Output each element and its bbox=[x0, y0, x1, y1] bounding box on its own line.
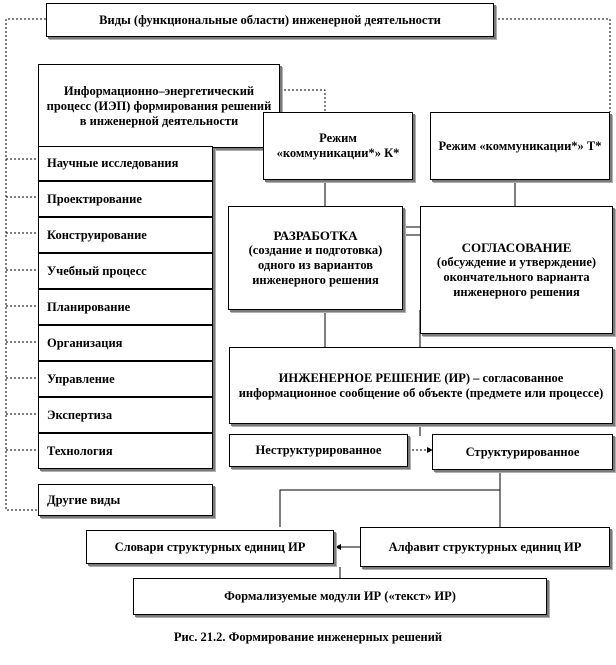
formal-modules-text: Формализуемые модули ИР («текст» ИР) bbox=[224, 589, 456, 603]
structured-box: Структурированное bbox=[432, 434, 613, 470]
unstructured-text: Неструктурированное bbox=[255, 443, 382, 457]
engineering-decision-text: ИНЖЕНЕРНОЕ РЕШЕНИЕ (ИР) – согласованное … bbox=[238, 370, 604, 400]
area-label: Учебный процесс bbox=[47, 263, 147, 278]
mode-t-text: Режим «коммуникации*» Т* bbox=[438, 138, 602, 153]
razrabotka-box: РАЗРАБОТКА (создание и подготовка) одног… bbox=[228, 206, 403, 310]
engineering-decision-box: ИНЖЕНЕРНОЕ РЕШЕНИЕ (ИР) – согласованное … bbox=[229, 347, 613, 424]
other-types-text: Другие виды bbox=[47, 492, 121, 507]
area-label: Технология bbox=[47, 443, 113, 458]
mode-k-text: Режим «коммуникации*» К* bbox=[276, 131, 400, 160]
area-label: Проектирование bbox=[47, 191, 142, 206]
area-item: Планирование bbox=[38, 289, 213, 325]
mode-t-box: Режим «коммуникации*» Т* bbox=[430, 112, 610, 180]
alphabet-text: Алфавит структурных единиц ИР bbox=[388, 539, 582, 554]
title-text: Виды (функциональные области) инженерной… bbox=[99, 12, 441, 27]
dictionaries-text: Словари структурных единиц ИР bbox=[114, 539, 306, 554]
area-label: Планирование bbox=[47, 299, 131, 314]
area-item: Технология bbox=[38, 433, 213, 469]
area-label: Управление bbox=[47, 371, 115, 386]
structured-text: Структурированное bbox=[465, 444, 580, 459]
formal-modules-box: Формализуемые модули ИР («текст» ИР) bbox=[133, 578, 547, 615]
razrabotka-heading: РАЗРАБОТКА bbox=[273, 228, 358, 243]
dictionaries-box: Словари структурных единиц ИР bbox=[86, 530, 334, 564]
mode-k-box: Режим «коммуникации*» К* bbox=[263, 112, 413, 180]
figure-caption: Рис. 21.2. Формирование инженерных решен… bbox=[173, 630, 443, 644]
soglasovanie-box: СОГЛАСОВАНИЕ (обсуждение и утверждение) … bbox=[420, 206, 613, 334]
iep-text: Информационно–энергетический процесс (ИЭ… bbox=[46, 83, 272, 128]
area-item: Управление bbox=[38, 361, 213, 397]
area-item: Научные исследования bbox=[38, 146, 213, 181]
area-label: Конструирование bbox=[47, 227, 147, 242]
razrabotka-text: (создание и подготовка) одного из вариан… bbox=[248, 243, 383, 287]
area-item: Проектирование bbox=[38, 181, 213, 217]
unstructured-box: Неструктурированное bbox=[229, 434, 408, 467]
area-item: Конструирование bbox=[38, 217, 213, 253]
area-item: Экспертиза bbox=[38, 397, 213, 433]
alphabet-box: Алфавит структурных единиц ИР bbox=[360, 527, 610, 567]
soglasovanie-heading: СОГЛАСОВАНИЕ bbox=[461, 240, 572, 255]
area-label: Организация bbox=[47, 335, 123, 350]
area-item: Организация bbox=[38, 325, 213, 361]
area-label: Экспертиза bbox=[47, 407, 113, 422]
other-types-box: Другие виды bbox=[38, 484, 213, 516]
iep-box: Информационно–энергетический процесс (ИЭ… bbox=[38, 64, 280, 148]
area-item: Учебный процесс bbox=[38, 253, 213, 289]
soglasovanie-text: (обсуждение и утверждение) окончательног… bbox=[436, 255, 597, 299]
title-box: Виды (функциональные области) инженерной… bbox=[46, 3, 494, 37]
area-label: Научные исследования bbox=[47, 156, 179, 170]
